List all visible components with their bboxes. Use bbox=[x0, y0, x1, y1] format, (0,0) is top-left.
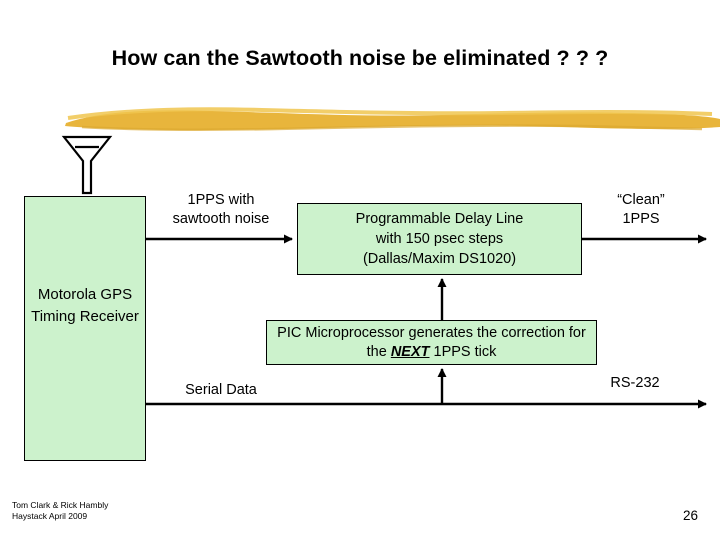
label-serial-data: Serial Data bbox=[185, 382, 257, 398]
antenna-icon bbox=[61, 135, 113, 195]
pic-text-before: PIC Microprocessor generates the correct… bbox=[277, 324, 586, 360]
pic-microprocessor-box: PIC Microprocessor generates the correct… bbox=[266, 320, 597, 365]
label-rs232: RS-232 bbox=[610, 375, 660, 391]
programmable-delay-line-label: Programmable Delay Line with 150 psec st… bbox=[355, 211, 524, 267]
footer-credit: Tom Clark & Rick Hambly Haystack April 2… bbox=[12, 500, 109, 521]
label-sawtooth-1pps: 1PPS with sawtooth noise bbox=[172, 192, 270, 227]
decorative-brush-stroke bbox=[65, 107, 720, 131]
gps-receiver-box bbox=[24, 196, 146, 461]
pic-text-after: 1PPS tick bbox=[429, 343, 497, 360]
pic-microprocessor-label: PIC Microprocessor generates the correct… bbox=[267, 324, 596, 362]
page-title: How can the Sawtooth noise be eliminated… bbox=[111, 46, 609, 70]
programmable-delay-line-box: Programmable Delay Line with 150 psec st… bbox=[297, 203, 582, 275]
pic-text-emphasis: NEXT bbox=[390, 343, 430, 360]
page-number: 26 bbox=[682, 508, 698, 523]
label-clean-1pps: “Clean” 1PPS bbox=[617, 192, 665, 227]
gps-receiver-label: Motorola GPS Timing Receiver bbox=[31, 286, 139, 325]
